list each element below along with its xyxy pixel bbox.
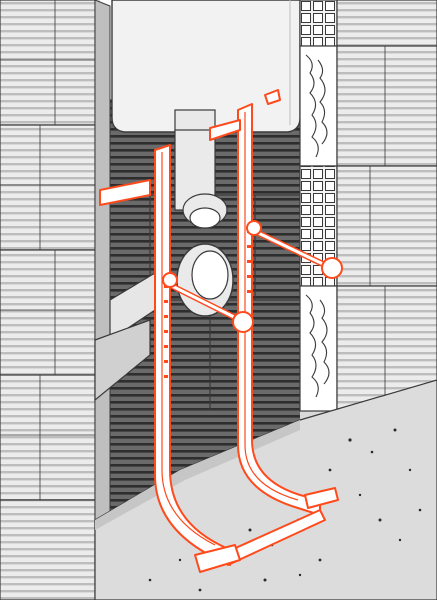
drain-pipe (174, 129, 234, 317)
threaded-rods (162, 220, 343, 333)
left-brick-wall (0, 0, 111, 600)
concealed-cistern (111, 0, 301, 133)
right-brick-wall (299, 0, 437, 420)
mounting-frame (99, 89, 339, 573)
